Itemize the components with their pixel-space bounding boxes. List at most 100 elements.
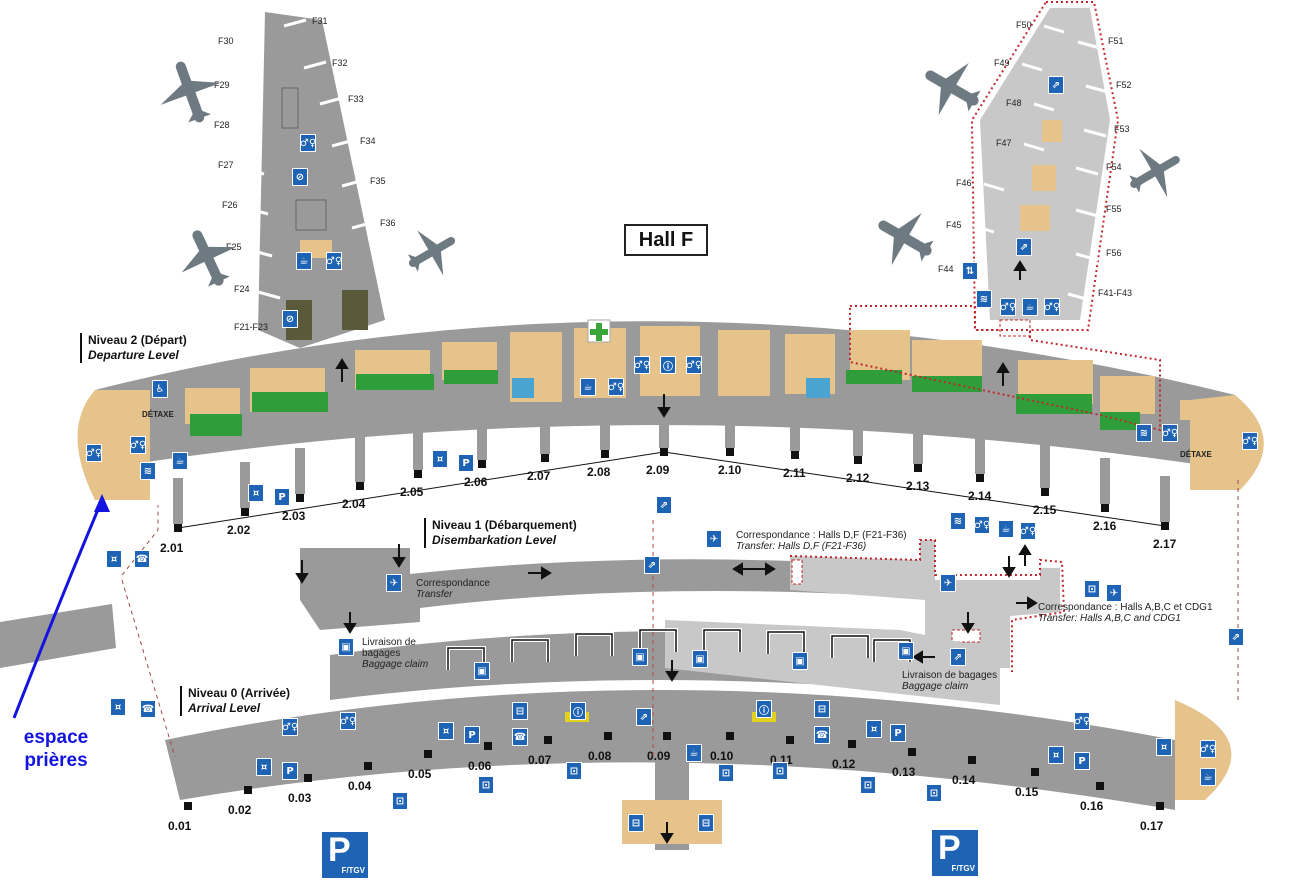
pier-gate-label-left: F34 xyxy=(360,136,376,146)
bus-icon: ⊡ xyxy=(1084,580,1100,598)
escalator-icon: ⇗ xyxy=(1016,238,1032,256)
atm-icon: ¤ xyxy=(256,758,272,776)
information-icon: ⓘ xyxy=(660,356,676,374)
bus-icon: ⊡ xyxy=(926,784,942,802)
toilets-icon: ♂♀ xyxy=(1200,740,1216,758)
level-0-en: Arrival Level xyxy=(188,701,261,715)
hall-title: Hall F xyxy=(624,224,708,256)
boarding-bridge xyxy=(355,436,365,482)
transfer-left-label: Correspondance Transfer xyxy=(416,578,490,600)
toilets-icon: ♂♀ xyxy=(326,252,342,270)
pier-jetbridge xyxy=(303,60,327,70)
gate-marker xyxy=(854,456,862,464)
gate-marker xyxy=(726,448,734,456)
arrival-gate-label: 0.17 xyxy=(1140,819,1164,833)
pier-jetbridge xyxy=(237,126,261,136)
smoking-room-icon: ≋ xyxy=(976,290,992,308)
parking-icon: P xyxy=(458,454,474,472)
baggage-left-en: Baggage claim xyxy=(362,659,429,670)
pier-gate-label-right: F49 xyxy=(994,58,1010,68)
toilets-icon: ♂♀ xyxy=(1074,712,1090,730)
direction-arrows xyxy=(295,260,1038,844)
baggage-right-en: Baggage claim xyxy=(902,681,969,692)
boarding-bridge xyxy=(477,414,487,460)
wheelchair-icon: ♿ xyxy=(152,380,168,398)
pier-gate-label-left: F30 xyxy=(218,36,234,46)
toilets-icon: ♂♀ xyxy=(634,356,650,374)
prayer-room-line1: espace xyxy=(23,727,89,748)
arrival-gate-label: 0.09 xyxy=(647,749,671,763)
departure-gate-label: 2.10 xyxy=(718,463,742,477)
departure-gate-label: 2.01 xyxy=(160,541,184,555)
baggage-icon: ▣ xyxy=(474,662,490,680)
building-outline xyxy=(121,579,176,758)
departure-gate-label: 2.14 xyxy=(968,489,992,503)
gate-marker xyxy=(424,750,432,758)
cafe-icon: ☕ xyxy=(1200,768,1216,786)
boarding-bridge xyxy=(659,402,669,448)
atm-icon: ¤ xyxy=(248,484,264,502)
gate-marker xyxy=(1041,488,1049,496)
pier-gate-label-right: F46 xyxy=(956,178,972,188)
pier-gate-label-left: F29 xyxy=(214,80,230,90)
pier-gate-label-right: F50 xyxy=(1016,20,1032,30)
level-0-fr: Niveau 0 (Arrivée) xyxy=(188,686,291,700)
cafe-icon: ☕ xyxy=(580,378,596,396)
arrival-gate-label: 0.14 xyxy=(952,773,976,787)
arrival-gate-label: 0.02 xyxy=(228,803,252,817)
pier-jetbridge xyxy=(1033,102,1055,112)
pier-box xyxy=(281,87,299,129)
arrival-gate-label: 0.06 xyxy=(468,759,492,773)
toilets-icon: ♂♀ xyxy=(974,516,990,534)
gate-marker xyxy=(976,474,984,482)
elevator-icon: ⇅ xyxy=(962,262,978,280)
arrival-gate-label: 0.03 xyxy=(288,791,312,805)
pier-gate-label-left: F35 xyxy=(370,176,386,186)
gate-marker xyxy=(848,740,856,748)
escalator-icon: ⇗ xyxy=(1228,628,1244,646)
transfer-abc-fr: Correspondance : Halls A,B,C et CDG1 xyxy=(1038,602,1213,613)
pier-gate-label-left: F24 xyxy=(234,284,250,294)
gate-marker xyxy=(601,450,609,458)
boarding-bridge xyxy=(600,404,610,450)
pier-gate-label-left: F21-F23 xyxy=(234,322,268,332)
baggage-carousel-edge xyxy=(575,633,613,656)
gate-marker xyxy=(968,756,976,764)
gate-marker xyxy=(414,470,422,478)
gate-marker xyxy=(541,454,549,462)
departure-gate-label: 2.17 xyxy=(1153,537,1177,551)
boarding-bridge xyxy=(173,478,183,524)
transfer-abc-label: Correspondance : Halls A,B,C et CDG1 Tra… xyxy=(1038,602,1213,624)
pier-jetbridge xyxy=(319,96,343,106)
arrival-gate-label: 0.01 xyxy=(168,819,192,833)
transfer-left-fr: Correspondance xyxy=(416,578,490,589)
transfer-df-fr: Correspondance : Halls D,F (F21-F36) xyxy=(736,530,907,541)
arrival-gate-label: 0.13 xyxy=(892,765,916,779)
baggage-left-fr2: bagages xyxy=(362,648,401,659)
boarding-bridge xyxy=(413,424,423,470)
bus-icon: ⊡ xyxy=(478,776,494,794)
escalator-icon: ⇗ xyxy=(1048,76,1064,94)
baggage-claim-zone xyxy=(665,620,1000,705)
pier-gate-label-right: F53 xyxy=(1114,124,1130,134)
baggage-icon: ▣ xyxy=(792,652,808,670)
boarding-bridge xyxy=(295,448,305,494)
pier-jetbridge xyxy=(1075,252,1099,262)
departure-gate-label: 2.02 xyxy=(227,523,251,537)
pier-jetbridge xyxy=(249,248,273,258)
gate-marker xyxy=(364,762,372,770)
atm-icon: ¤ xyxy=(110,698,126,716)
car-rental-icon: ⊟ xyxy=(512,702,528,720)
pier-gate-label-left: F32 xyxy=(332,58,348,68)
parking-icon: P xyxy=(1074,752,1090,770)
escalator-icon: ⇗ xyxy=(636,708,652,726)
departure-gate-label: 2.08 xyxy=(587,465,611,479)
prayer-room-line2: prières xyxy=(24,750,88,771)
prayer-room-annotation: espace prières xyxy=(14,726,98,772)
pier-shop xyxy=(1042,120,1062,142)
left-pier xyxy=(258,12,385,348)
baggage-carousel-edge xyxy=(639,629,677,652)
boarding-bridge xyxy=(853,410,863,456)
smoking-room-icon: ≋ xyxy=(1136,424,1152,442)
